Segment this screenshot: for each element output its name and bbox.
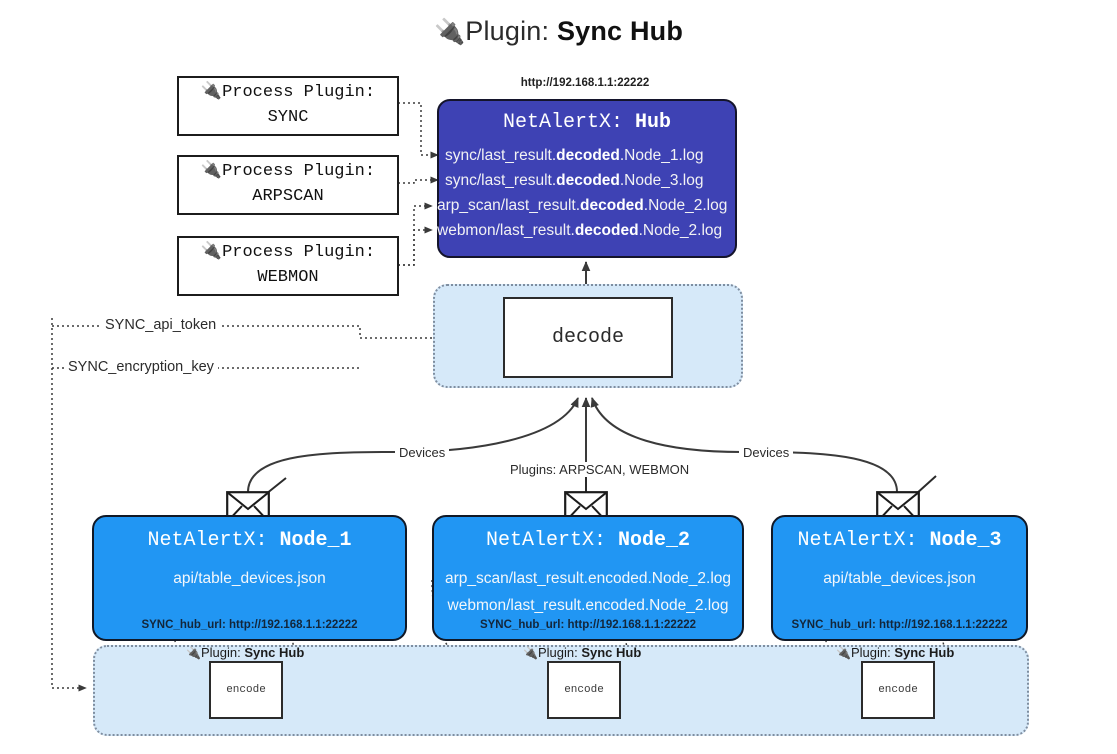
plug-icon: 🔌 bbox=[200, 83, 223, 103]
encode-box-1[interactable]: encode bbox=[209, 661, 283, 719]
process-plugin-sync-line2: SYNC bbox=[267, 108, 309, 127]
plug-icon: 🔌 bbox=[186, 646, 201, 660]
decode-box[interactable]: decode bbox=[503, 297, 673, 378]
hub-title-name: Hub bbox=[635, 111, 672, 134]
encoder-1-plugin-label: 🔌Plugin: Sync Hub bbox=[186, 645, 305, 660]
process-plugin-webmon-line1: 🔌Process Plugin: bbox=[201, 241, 375, 266]
encoder-2-plugin-label: 🔌Plugin: Sync Hub bbox=[523, 645, 642, 660]
node-1-title: NetAlertX: Node_1 bbox=[147, 529, 352, 552]
edge-label-plugins: Plugins: ARPSCAN, WEBMON bbox=[506, 462, 694, 477]
plug-icon: 🔌 bbox=[200, 243, 223, 263]
node-to-decode-edges bbox=[247, 397, 898, 493]
process-plugin-sync-label: Process Plugin: bbox=[222, 83, 376, 103]
node-3-title: NetAlertX: Node_3 bbox=[797, 529, 1002, 552]
node-box-2[interactable]: NetAlertX: Node_2 arp_scan/last_result.e… bbox=[432, 515, 744, 641]
sync-encryption-key-label: SYNC_encryption_key bbox=[64, 359, 218, 375]
node-1-lines: api/table_devices.json bbox=[94, 565, 405, 592]
node-box-1[interactable]: NetAlertX: Node_1 api/table_devices.json… bbox=[92, 515, 407, 641]
hub-log-line: arp_scan/last_result.decoded.Node_2.log bbox=[437, 197, 728, 214]
node-3-lines: api/table_devices.json bbox=[773, 565, 1026, 592]
encode-box-3[interactable]: encode bbox=[861, 661, 935, 719]
node-1-hub-url: SYNC_hub_url: http://192.168.1.1:22222 bbox=[141, 619, 358, 631]
process-plugin-webmon[interactable]: 🔌Process Plugin: WEBMON bbox=[177, 236, 399, 296]
process-plugin-sync-line1: 🔌Process Plugin: bbox=[201, 81, 375, 106]
hub-url-label: http://192.168.1.1:22222 bbox=[520, 77, 650, 89]
page-title: 🔌Plugin: Sync Hub bbox=[0, 16, 1117, 47]
plug-icon: 🔌 bbox=[836, 646, 851, 660]
node-2-line: webmon/last_result.encoded.Node_2.log bbox=[447, 597, 729, 614]
process-plugin-webmon-label: Process Plugin: bbox=[222, 243, 376, 263]
sync-api-token-label: SYNC_api_token bbox=[101, 317, 221, 333]
page-title-name: Sync Hub bbox=[556, 16, 684, 46]
hub-log-line: sync/last_result.decoded.Node_1.log bbox=[445, 147, 704, 164]
process-plugin-webmon-line2: WEBMON bbox=[257, 268, 319, 287]
node-2-line: arp_scan/last_result.encoded.Node_2.log bbox=[444, 570, 732, 587]
node-2-hub-url: SYNC_hub_url: http://192.168.1.1:22222 bbox=[479, 619, 697, 631]
plug-icon: 🔌 bbox=[200, 162, 223, 182]
encoder-3-plugin-label: 🔌Plugin: Sync Hub bbox=[836, 645, 955, 660]
hub-log-line: sync/last_result.decoded.Node_3.log bbox=[445, 172, 704, 189]
process-plugin-arpscan-label: Process Plugin: bbox=[222, 162, 376, 182]
plug-icon: 🔌 bbox=[433, 18, 466, 46]
hub-log-line: webmon/last_result.decoded.Node_2.log bbox=[437, 222, 723, 239]
node-2-title: NetAlertX: Node_2 bbox=[485, 529, 691, 552]
node-3-line: api/table_devices.json bbox=[823, 570, 976, 587]
hub-box[interactable]: NetAlertX: Hub sync/last_result.decoded.… bbox=[437, 99, 737, 258]
plug-icon: 🔌 bbox=[523, 646, 538, 660]
process-plugin-arpscan[interactable]: 🔌Process Plugin: ARPSCAN bbox=[177, 155, 399, 215]
process-plugin-arpscan-line2: ARPSCAN bbox=[252, 187, 324, 206]
encode-box-2[interactable]: encode bbox=[547, 661, 621, 719]
hub-title: NetAlertX: Hub bbox=[439, 111, 735, 134]
plugin-to-hub-connectors bbox=[398, 102, 439, 266]
hub-title-prefix: NetAlertX: bbox=[502, 111, 635, 134]
edge-label-devices-left: Devices bbox=[395, 445, 450, 460]
node-3-hub-url: SYNC_hub_url: http://192.168.1.1:22222 bbox=[791, 619, 1008, 631]
node-1-line: api/table_devices.json bbox=[173, 570, 326, 587]
page-title-prefix: Plugin: bbox=[465, 16, 557, 46]
node-box-3[interactable]: NetAlertX: Node_3 api/table_devices.json… bbox=[771, 515, 1028, 641]
process-plugin-sync[interactable]: 🔌Process Plugin: SYNC bbox=[177, 76, 399, 136]
process-plugin-arpscan-line1: 🔌Process Plugin: bbox=[201, 160, 375, 185]
node-2-lines: arp_scan/last_result.encoded.Node_2.log … bbox=[434, 565, 742, 619]
edge-label-devices-right: Devices bbox=[739, 445, 794, 460]
